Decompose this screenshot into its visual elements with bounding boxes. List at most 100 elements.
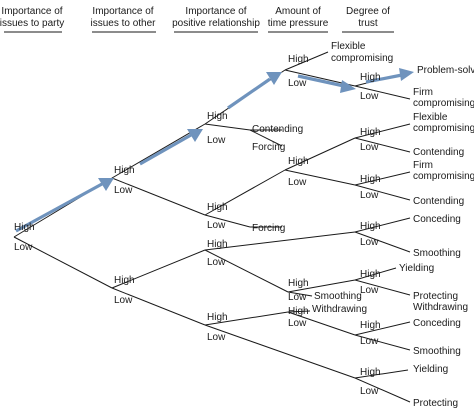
outcome-flexible-compromising-line2: compromising bbox=[331, 53, 393, 64]
branch-2a-low bbox=[111, 177, 206, 216]
header-issues-to-party-line2: issues to party bbox=[0, 18, 64, 29]
branch-root-low bbox=[13, 236, 113, 289]
outcome-yielding-b: Yielding bbox=[413, 364, 448, 375]
branch-4c-low bbox=[287, 291, 313, 297]
outcome-contending-c: Contending bbox=[413, 196, 464, 207]
branch-5b-low bbox=[354, 137, 411, 153]
outcome-conceding-b: Conceding bbox=[413, 318, 461, 329]
label-2b-low: Low bbox=[114, 295, 133, 306]
outcome-forcing-a: Forcing bbox=[252, 142, 285, 153]
outcome-protecting-b: Protecting bbox=[413, 398, 458, 409]
outcome-smoothing-b: Smoothing bbox=[413, 346, 461, 357]
branch-3b-high bbox=[204, 169, 286, 216]
branch-5c-high bbox=[354, 171, 411, 186]
outcome-firm-compromising-2-line2: compromising bbox=[413, 171, 474, 182]
branch-2b-low bbox=[111, 287, 206, 326]
branch-5f-low bbox=[354, 334, 411, 351]
outcome-forcing-b: Forcing bbox=[252, 223, 285, 234]
highlight-arrow-1 bbox=[15, 182, 103, 233]
label-5c-high: High bbox=[360, 174, 381, 185]
label-3d-low: Low bbox=[207, 332, 226, 343]
highlight-arrowhead-2 bbox=[187, 129, 203, 142]
label-2a-high: High bbox=[114, 165, 135, 176]
label-5f-low: Low bbox=[360, 336, 379, 347]
outcome-flexible-compromising-2-line2: compromising bbox=[413, 123, 474, 134]
highlight-arrow-5 bbox=[365, 73, 403, 84]
label-3c-low: Low bbox=[207, 257, 226, 268]
branch-5d-high bbox=[354, 217, 411, 233]
label-5f-high: High bbox=[360, 320, 381, 331]
label-5a-low: Low bbox=[360, 91, 379, 102]
outcome-problem-solving: Problem-solving bbox=[417, 65, 474, 76]
branch-4c-high bbox=[287, 279, 356, 293]
highlight-arrowhead-4 bbox=[340, 80, 356, 93]
branch-4a-high bbox=[284, 51, 329, 71]
outcome-firm-compromising-1-line1: Firm bbox=[413, 87, 433, 98]
branch-3a-forcing bbox=[249, 129, 283, 147]
outcome-firm-compromising-2-line1: Firm bbox=[413, 160, 433, 171]
outcome-withdrawing-a: Withdrawing bbox=[413, 302, 468, 313]
label-2b-high: High bbox=[114, 275, 135, 286]
outcome-withdrawing-mid: Withdrawing bbox=[312, 304, 367, 315]
branch-3c-high bbox=[204, 231, 356, 251]
label-4c-high: High bbox=[288, 278, 309, 289]
label-root-low: Low bbox=[14, 242, 33, 253]
label-3c-high: High bbox=[207, 239, 228, 250]
label-3a-low: Low bbox=[207, 135, 226, 146]
branch-4d-low bbox=[287, 310, 311, 313]
branch-3d-low bbox=[204, 324, 356, 379]
outcome-firm-compromising-1-line2: compromising bbox=[413, 98, 474, 109]
outcome-contending-a: Contending bbox=[252, 124, 303, 135]
header-degree-of-trust-line1: Degree of bbox=[346, 6, 390, 17]
branch-5a-low bbox=[354, 85, 411, 100]
branch-5d-low bbox=[354, 231, 411, 253]
header-degree-of-trust-line2: trust bbox=[358, 18, 378, 29]
label-4a-high: High bbox=[288, 54, 309, 65]
branch-5b-high bbox=[354, 123, 411, 139]
branch-3a-low bbox=[204, 123, 251, 131]
branch-5e-high bbox=[354, 267, 397, 281]
header-issues-to-party-line1: Importance of bbox=[1, 6, 62, 17]
branch-3b-low bbox=[204, 214, 251, 228]
header-issues-to-other-line1: Importance of bbox=[92, 6, 153, 17]
outcome-protecting-a: Protecting bbox=[413, 291, 458, 302]
header-positive-relationship-line2: positive relationship bbox=[172, 18, 260, 29]
header-time-pressure-line1: Amount of bbox=[275, 6, 321, 17]
label-5b-low: Low bbox=[360, 142, 379, 153]
branch-5f-high bbox=[354, 321, 411, 336]
label-5d-low: Low bbox=[360, 237, 379, 248]
highlight-arrowhead-3 bbox=[266, 72, 282, 85]
label-4a-low: Low bbox=[288, 78, 307, 89]
outcome-labels: Flexible compromising Problem-solving Fi… bbox=[252, 41, 474, 409]
label-5b-high: High bbox=[360, 127, 381, 138]
outcome-smoothing-mid: Smoothing bbox=[314, 291, 362, 302]
label-4b-high: High bbox=[288, 156, 309, 167]
label-4b-low: Low bbox=[288, 177, 307, 188]
outcome-conceding-a: Conceding bbox=[413, 214, 461, 225]
label-5c-low: Low bbox=[360, 190, 379, 201]
label-root-high: High bbox=[14, 222, 35, 233]
highlight-arrowhead-5 bbox=[399, 68, 414, 81]
label-5e-high: High bbox=[360, 269, 381, 280]
branch-labels: High Low High Low High Low High Low High… bbox=[14, 54, 381, 397]
label-5e-low: Low bbox=[360, 285, 379, 296]
tree-branches bbox=[13, 51, 411, 403]
highlight-arrow-2 bbox=[139, 133, 192, 166]
label-3d-high: High bbox=[207, 312, 228, 323]
highlight-path-arrows bbox=[15, 68, 414, 233]
label-5d-high: High bbox=[360, 221, 381, 232]
outcome-yielding-a: Yielding bbox=[399, 263, 434, 274]
label-4c-low: Low bbox=[288, 292, 307, 303]
header-positive-relationship-line1: Importance of bbox=[185, 6, 246, 17]
header-issues-to-other-line2: issues to other bbox=[90, 18, 156, 29]
label-3b-high: High bbox=[207, 202, 228, 213]
outcome-contending-b: Contending bbox=[413, 147, 464, 158]
branch-3c-low bbox=[204, 249, 289, 293]
branch-4b-high bbox=[284, 137, 356, 171]
label-2a-low: Low bbox=[114, 185, 133, 196]
branch-5e-low bbox=[354, 279, 411, 296]
outcome-flexible-compromising-line1: Flexible bbox=[331, 41, 366, 52]
header-time-pressure-line2: time pressure bbox=[268, 18, 329, 29]
branch-4b-low bbox=[284, 169, 356, 186]
